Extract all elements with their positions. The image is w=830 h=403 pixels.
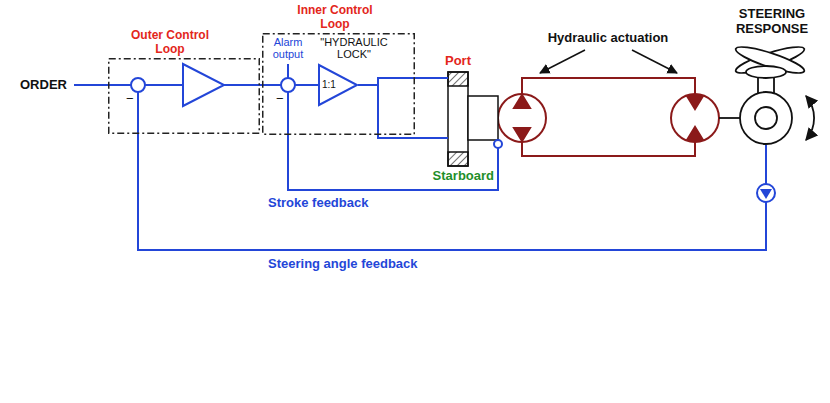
valve-command-lines	[378, 78, 448, 138]
motor-symbol	[687, 127, 703, 140]
loop-boundary	[109, 59, 260, 134]
hydraulic-pipe	[522, 78, 695, 94]
motor-symbol	[687, 96, 703, 109]
bracket-arrow	[540, 50, 585, 73]
angle-sensor	[757, 184, 775, 202]
gain-ratio: 1:1	[322, 79, 336, 91]
stroke-feedback-line	[288, 92, 498, 190]
signal-lines	[74, 64, 775, 250]
pump-symbol	[514, 128, 530, 141]
sign-mark: −	[276, 91, 284, 106]
alarm-label: Alarm output	[265, 36, 311, 60]
bracket-arrow	[632, 50, 677, 73]
starboard-label: Starboard	[433, 168, 494, 183]
hydraulic-pipe	[522, 142, 695, 156]
amplifier-symbol	[319, 65, 357, 105]
signal-line	[224, 84, 281, 86]
sensor-link	[765, 145, 767, 184]
lock-note: "HYDRAULIC LOCK"	[312, 36, 396, 60]
propeller-blade	[734, 42, 807, 78]
alarm-line	[287, 64, 289, 78]
valve-hatch	[448, 152, 468, 166]
propeller-blade	[734, 42, 807, 78]
slewing-hub	[755, 107, 777, 129]
signal-line	[358, 84, 378, 86]
steering-valve	[448, 72, 498, 166]
loop-heading: Outer Control Loop	[120, 28, 220, 56]
angle-feedback-line	[138, 92, 766, 250]
valve-hatch	[448, 72, 468, 86]
input-label: ORDER	[20, 77, 67, 92]
feedback-label: Stroke feedback	[268, 195, 368, 210]
summing-junction	[131, 78, 145, 92]
gain-amplifier: 1:1	[318, 64, 358, 106]
valve-spool	[448, 72, 468, 166]
angle-sensor	[760, 189, 772, 199]
drive-shaft	[719, 117, 740, 119]
response-label: STEERING RESPONSE	[726, 6, 818, 36]
rotation-arrow	[806, 96, 814, 140]
signal-line	[295, 84, 318, 86]
slewing-ring	[740, 92, 792, 144]
thruster-drawing	[719, 42, 814, 144]
thruster-strut	[757, 76, 759, 94]
sign-mark: −	[126, 91, 134, 106]
signal-line	[145, 84, 183, 86]
summing-junction	[281, 78, 295, 92]
port-label: Port	[445, 53, 471, 68]
amplifier-symbol	[183, 64, 224, 106]
valve-body	[468, 96, 498, 140]
loop-boundary	[263, 34, 415, 135]
actuation-bracket	[540, 50, 677, 73]
motor-symbol	[671, 94, 719, 142]
thruster-strut	[773, 76, 775, 94]
thruster-pod	[746, 66, 786, 78]
actuation-label: Hydraulic actuation	[548, 30, 669, 45]
pump-symbol	[498, 94, 546, 142]
order-line	[74, 84, 131, 86]
pump-symbol	[514, 95, 530, 108]
hydraulic-circuit	[498, 78, 719, 156]
loop-heading: Inner Control Loop	[285, 3, 385, 31]
stroke-sensor	[494, 140, 502, 148]
feedback-label: Steering angle feedback	[268, 256, 418, 271]
